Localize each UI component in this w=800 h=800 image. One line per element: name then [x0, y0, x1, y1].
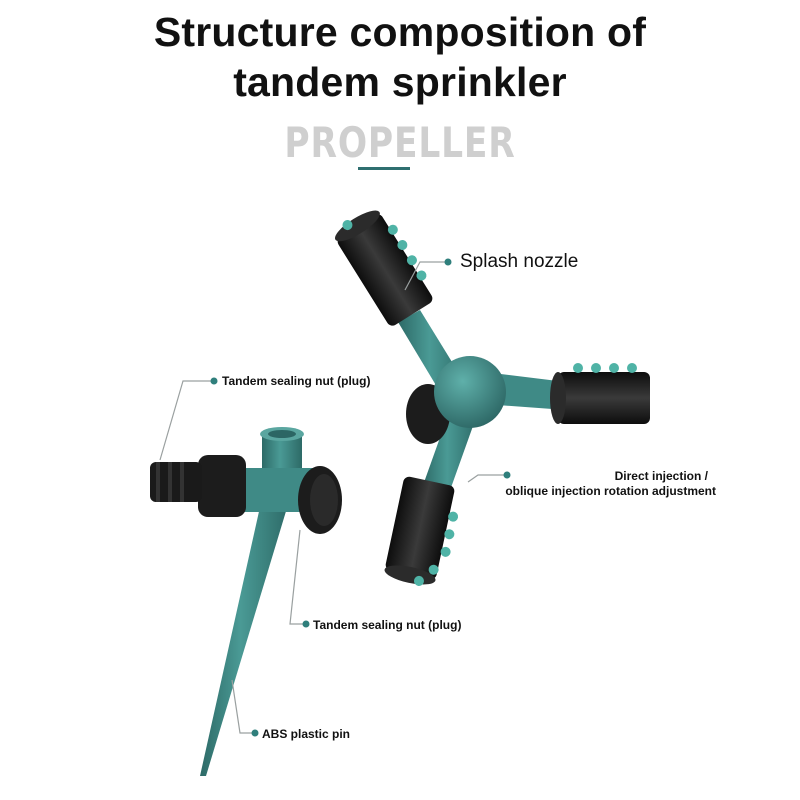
- nozzle-dot: [573, 363, 583, 373]
- nozzle-dot: [406, 255, 417, 266]
- leader-lines: [159, 261, 505, 734]
- marker-dot-splash: [444, 258, 452, 266]
- leader-splash: [404, 261, 446, 291]
- nozzle-dot: [342, 220, 353, 231]
- nozzle-dot: [397, 239, 408, 250]
- label-tandem-sealing-nut-bottom: Tandem sealing nut (plug): [313, 618, 462, 632]
- label-direct-injection-line1: Direct injection /: [614, 469, 708, 483]
- nozzle-dot: [416, 270, 427, 281]
- propeller-hub: [434, 356, 506, 428]
- label-direct-injection-line2: oblique injection rotation adjustment: [505, 484, 716, 498]
- nozzle-dot: [413, 575, 424, 586]
- leader-direct: [467, 474, 505, 483]
- subtitle-underline: [358, 167, 410, 170]
- title-line-2: tandem sprinkler: [233, 59, 567, 105]
- marker-dot-nut-bottom: [302, 620, 310, 628]
- nozzle-dot: [387, 224, 398, 235]
- section-subtitle: PROPELLER: [284, 118, 516, 167]
- title-line-1: Structure composition of: [153, 9, 647, 55]
- label-direct-injection: Direct injection / oblique injection rot…: [476, 469, 716, 499]
- nozzle-dot: [444, 529, 455, 540]
- marker-dot-pin: [251, 729, 259, 737]
- label-splash-nozzle: Splash nozzle: [460, 251, 579, 272]
- label-abs-plastic-pin: ABS plastic pin: [262, 727, 351, 741]
- marker-dots: [210, 258, 511, 737]
- sealing-nut-left: [198, 455, 246, 517]
- propeller: [334, 210, 650, 586]
- marker-dot-nut-top: [210, 377, 218, 385]
- spike-base: [150, 427, 342, 776]
- label-tandem-sealing-nut-top: Tandem sealing nut (plug): [222, 374, 371, 388]
- nozzle-dot: [448, 511, 459, 522]
- nozzle-dot: [428, 564, 439, 575]
- nozzle-dot: [627, 363, 637, 373]
- leader-pin: [231, 679, 254, 734]
- marker-dot-direct: [503, 471, 511, 479]
- splash-nozzle-upper: [334, 210, 433, 326]
- nozzle-dot: [591, 363, 601, 373]
- abs-plastic-pin: [200, 498, 290, 776]
- splash-nozzle-right: [550, 363, 650, 424]
- splash-nozzle-lower: [384, 476, 459, 586]
- leader-nut-bottom: [289, 529, 305, 625]
- nozzle-dot: [440, 546, 451, 557]
- nozzle-dot: [609, 363, 619, 373]
- leader-nut-top: [159, 380, 213, 461]
- quick-connector: [150, 462, 202, 502]
